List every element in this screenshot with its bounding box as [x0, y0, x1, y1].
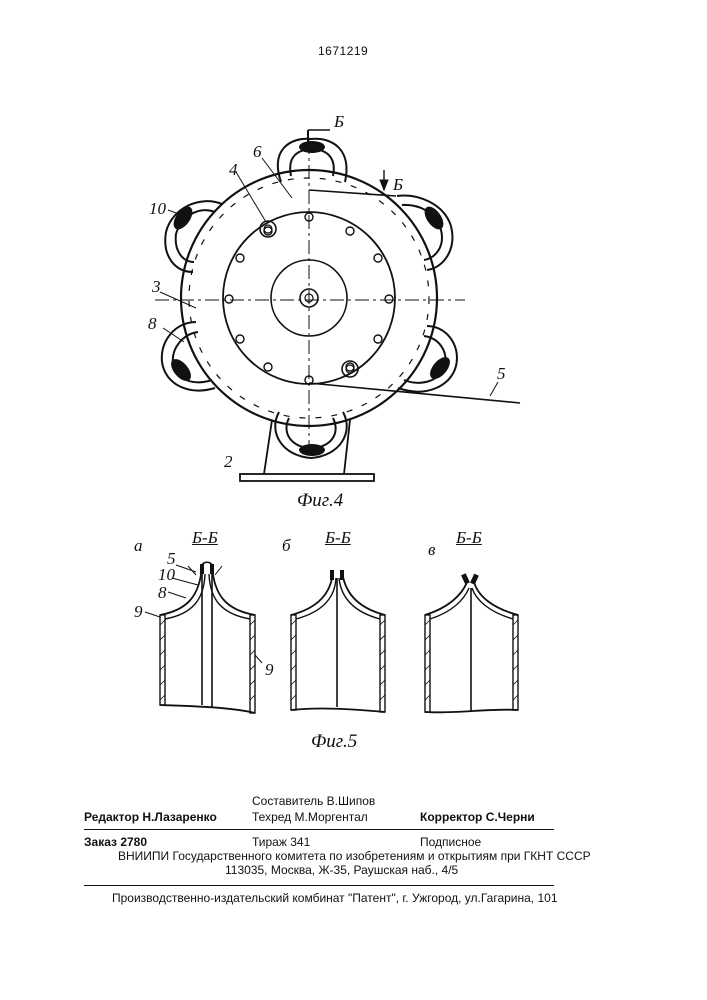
imprint-corrector: Корректор С.Черни: [420, 810, 535, 824]
imprint-editor: Редактор Н.Лазаренко: [84, 810, 217, 824]
imprint-order: Заказ 2780: [84, 835, 147, 849]
fig5-callout-9-right: 9: [265, 660, 274, 680]
imprint-rule-top: [84, 829, 554, 830]
fig5-panel-b-section: Б-Б: [325, 528, 351, 548]
fig5-hatching: [160, 620, 518, 700]
imprint-publisher: Производственно-издательский комбинат "П…: [112, 891, 558, 905]
imprint-rule-bottom: [84, 885, 554, 886]
imprint-subscription: Подписное: [420, 835, 481, 849]
imprint-techred: Техред М.Моргентал: [252, 810, 368, 824]
fig5-callout-10: 10: [158, 565, 175, 585]
imprint-institute: ВНИИПИ Государственного комитета по изоб…: [118, 849, 591, 863]
imprint-compiler: Составитель В.Шипов: [252, 794, 375, 808]
fig5-panel-b: [291, 570, 385, 712]
fig5-panel-b-letter: б: [282, 536, 291, 556]
imprint-circulation: Тираж 341: [252, 835, 310, 849]
fig5-panel-a-section: Б-Б: [192, 528, 218, 548]
fig5-panel-v-section: Б-Б: [456, 528, 482, 548]
fig5-panel-v: [425, 582, 518, 712]
fig5-panel-a-letter: а: [134, 536, 143, 556]
fig5-caption: Фиг.5: [311, 731, 357, 753]
fig5-callout-9-left: 9: [134, 602, 143, 622]
fig5-callout-8: 8: [158, 583, 167, 603]
fig5-panel-v-letter: в: [428, 540, 435, 560]
imprint-address: 113035, Москва, Ж-35, Раушская наб., 4/5: [225, 863, 458, 877]
